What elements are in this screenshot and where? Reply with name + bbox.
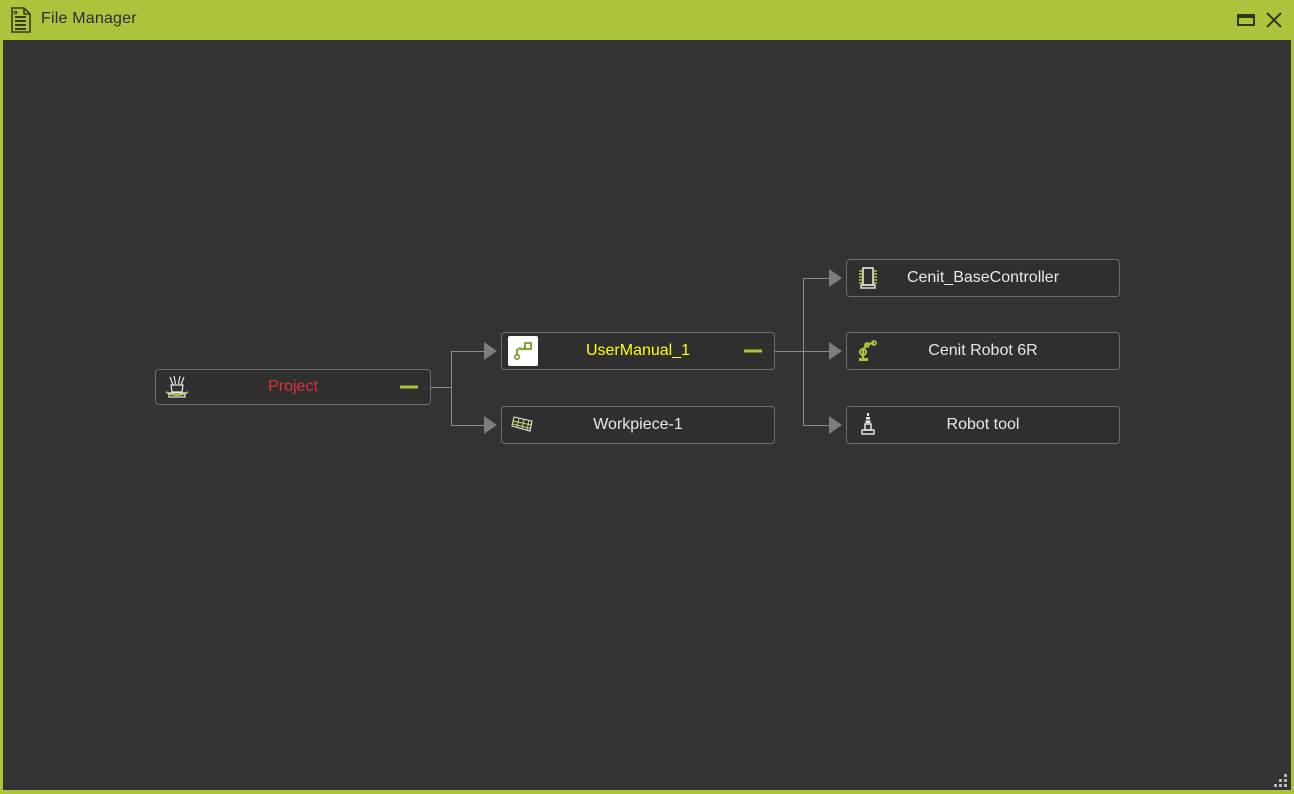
robot-cell-icon [508, 336, 538, 366]
connector-to-workpiece [451, 425, 484, 426]
connector-to-robottool [803, 425, 829, 426]
robot-tool-icon [853, 410, 883, 440]
connector-project-stub [428, 387, 451, 388]
tree-node-label: Cenit Robot 6R [928, 342, 1038, 359]
collapse-toggle-usermanual[interactable] [744, 349, 762, 353]
connector-to-usermanual [451, 351, 484, 352]
arrow-basecontroller [829, 269, 842, 287]
title-bar[interactable]: File Manager [0, 0, 1294, 40]
close-button[interactable] [1262, 8, 1286, 32]
arrow-robot6r [829, 342, 842, 360]
mesh-surface-icon [508, 410, 538, 440]
tree-node-basecontroller[interactable]: Cenit_BaseController [846, 259, 1120, 297]
robot-arm-icon [853, 336, 883, 366]
document-icon [9, 7, 33, 33]
arrow-workpiece [484, 416, 497, 434]
arrow-usermanual [484, 342, 497, 360]
tree-node-robottool[interactable]: Robot tool [846, 406, 1120, 444]
paint-booth-icon [162, 372, 192, 402]
connector-usermanual-stub [775, 351, 803, 352]
resize-grip[interactable] [1273, 773, 1287, 787]
tree-canvas[interactable]: Project UserManual_1 [3, 40, 1291, 790]
window-title: File Manager [41, 10, 137, 27]
tree-node-usermanual[interactable]: UserManual_1 [501, 332, 775, 370]
tree-node-label: Project [268, 378, 318, 395]
tree-node-label: Cenit_BaseController [906, 269, 1060, 286]
connector-to-basecontroller [803, 278, 829, 279]
connector-project-trunk [451, 351, 452, 425]
restore-button[interactable] [1234, 8, 1258, 32]
connector-to-robot6r [803, 351, 829, 352]
tree-node-label: UserManual_1 [585, 342, 691, 359]
tree-node-project[interactable]: Project [155, 369, 431, 405]
controller-cabinet-icon [853, 263, 883, 293]
collapse-toggle-project[interactable] [400, 385, 418, 389]
tree-node-robot6r[interactable]: Cenit Robot 6R [846, 332, 1120, 370]
tree-node-workpiece[interactable]: Workpiece-1 [501, 406, 775, 444]
arrow-robottool [829, 416, 842, 434]
tree-node-label: Workpiece-1 [593, 416, 683, 433]
tree-node-label: Robot tool [946, 416, 1020, 433]
